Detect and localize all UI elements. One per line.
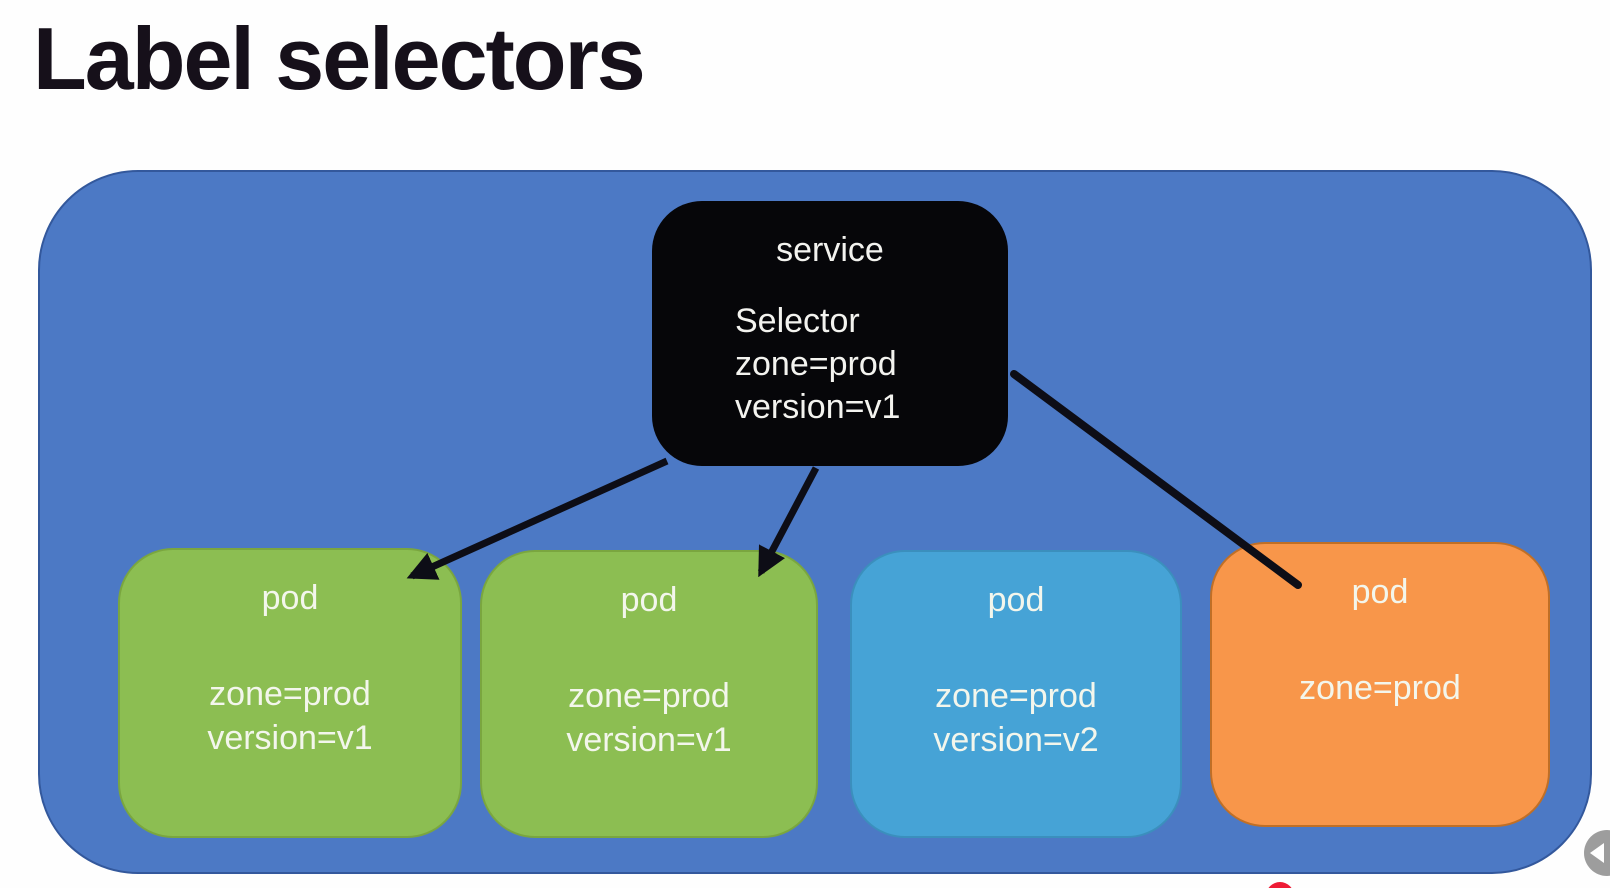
- pod-3-labels: zone=prod version=v2: [852, 674, 1180, 762]
- pod-3-zone-label: zone=prod: [935, 677, 1097, 715]
- pod-2-zone-label: zone=prod: [568, 677, 730, 715]
- pod-4-labels: zone=prod: [1212, 666, 1548, 710]
- pod-4-title: pod: [1351, 573, 1409, 611]
- pod-4-zone-label: zone=prod: [1299, 669, 1461, 707]
- pod-1-box: pod zone=prod version=v1: [118, 548, 462, 838]
- page-title: Label selectors: [33, 9, 646, 108]
- pod-1-version-label: version=v1: [207, 719, 373, 757]
- service-selector-zone-label: zone=prod: [735, 345, 897, 383]
- pod-2-box: pod zone=prod version=v1: [480, 550, 818, 838]
- pod-3-version-label: version=v2: [933, 721, 1099, 759]
- pod-3-title: pod: [987, 581, 1045, 619]
- service-selector-heading: Selector: [735, 302, 860, 340]
- player-overlay-button[interactable]: [1584, 830, 1610, 876]
- service-selector-block: Selector zone=prod version=v1: [735, 300, 1008, 429]
- pod-1-title: pod: [261, 579, 319, 617]
- pod-1-zone-label: zone=prod: [209, 675, 371, 713]
- pod-1-labels: zone=prod version=v1: [120, 672, 460, 760]
- pod-3-box: pod zone=prod version=v2: [850, 550, 1182, 838]
- recording-dot: [1266, 882, 1294, 888]
- left-arrow-icon: [1590, 843, 1604, 863]
- service-box: service Selector zone=prod version=v1: [652, 201, 1008, 466]
- pod-4-box: pod zone=prod: [1210, 542, 1550, 827]
- pod-2-version-label: version=v1: [566, 721, 732, 759]
- pod-2-labels: zone=prod version=v1: [482, 674, 816, 762]
- pod-2-title: pod: [620, 581, 678, 619]
- service-box-title: service: [776, 231, 884, 269]
- service-selector-version-label: version=v1: [735, 388, 901, 426]
